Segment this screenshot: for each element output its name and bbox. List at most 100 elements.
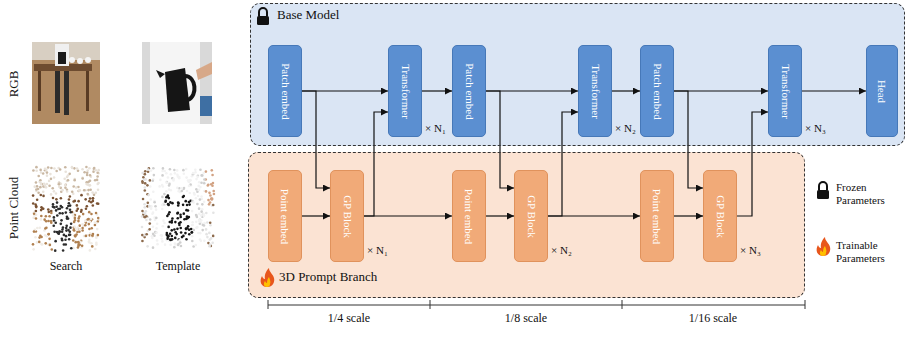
- point-dot: [42, 207, 45, 210]
- point-dot: [84, 220, 87, 223]
- point-dot: [195, 226, 198, 229]
- point-dot: [64, 243, 67, 246]
- point-dot: [207, 199, 210, 202]
- point-dot: [44, 167, 47, 170]
- point-dot: [35, 169, 38, 172]
- point-dot: [188, 201, 191, 204]
- rgb-template-image: [142, 42, 212, 124]
- point-dot: [191, 221, 194, 224]
- point-dot: [70, 247, 73, 250]
- point-dot: [155, 231, 158, 234]
- point-dot: [48, 215, 51, 218]
- connector-arrow: [737, 112, 768, 216]
- point-dot: [89, 174, 92, 177]
- point-dot: [71, 190, 74, 193]
- point-dot: [182, 212, 185, 215]
- point-dot: [180, 190, 183, 193]
- point-dot: [50, 178, 53, 181]
- point-dot: [169, 243, 172, 246]
- point-dot: [143, 203, 146, 206]
- point-dot: [72, 185, 75, 188]
- lock-icon: [259, 8, 267, 16]
- point-dot: [201, 229, 204, 232]
- point-dot: [55, 192, 58, 195]
- point-dot: [95, 212, 98, 215]
- point-dot: [167, 203, 170, 206]
- point-dot: [167, 234, 170, 237]
- process-box: GP Block: [330, 170, 364, 262]
- point-dot: [60, 223, 63, 226]
- point-dot: [188, 192, 191, 195]
- point-dot: [170, 189, 173, 192]
- point-dot: [163, 222, 166, 225]
- point-dot: [141, 234, 144, 237]
- point-dot: [168, 184, 171, 187]
- point-dot: [62, 249, 65, 252]
- scale-bracket: [430, 300, 431, 309]
- fire-icon: [264, 277, 270, 287]
- row-label: RGB: [7, 71, 21, 98]
- point-dot: [191, 235, 194, 238]
- point-dot: [45, 215, 48, 218]
- point-dot: [63, 177, 66, 180]
- point-dot: [53, 190, 56, 193]
- point-dot: [199, 222, 202, 225]
- point-dot: [36, 241, 39, 244]
- point-dot: [64, 186, 67, 189]
- rgb-template-image: [185, 76, 194, 100]
- point-dot: [53, 219, 56, 222]
- point-dot: [186, 204, 189, 207]
- connector-arrow: [302, 91, 330, 188]
- row-label: Point Cloud: [7, 177, 21, 240]
- point-dot: [43, 218, 46, 221]
- lock-icon: [257, 16, 269, 25]
- point-dot: [95, 242, 98, 245]
- point-dot: [171, 235, 174, 238]
- point-dot: [90, 217, 93, 220]
- point-dot: [173, 246, 176, 249]
- point-dot: [53, 230, 56, 233]
- point-dot: [155, 208, 158, 211]
- point-dot: [183, 187, 186, 190]
- rgb-template-image: [142, 42, 212, 124]
- point-dot: [59, 212, 62, 215]
- point-dot: [182, 204, 185, 207]
- point-dot: [144, 173, 147, 176]
- panel-title: 3D Prompt Branch: [279, 270, 377, 284]
- point-dot: [191, 231, 194, 234]
- point-dot: [161, 204, 164, 207]
- point-dot: [77, 220, 80, 223]
- point-dot: [84, 198, 87, 201]
- point-dot: [146, 245, 149, 248]
- point-dot: [78, 243, 81, 246]
- point-dot: [36, 185, 39, 188]
- point-dot: [208, 245, 211, 248]
- point-dot: [151, 179, 154, 182]
- point-dot: [79, 189, 82, 192]
- repeat-count: × N₁: [425, 122, 446, 134]
- point-dot: [188, 233, 191, 236]
- point-dot: [148, 222, 151, 225]
- connector-arrow: [674, 215, 703, 216]
- point-dot: [50, 248, 53, 251]
- point-dot: [190, 228, 193, 231]
- point-dot: [97, 172, 100, 175]
- point-dot: [44, 242, 47, 245]
- point-dot: [161, 240, 164, 243]
- point-dot: [202, 213, 205, 216]
- point-dot: [33, 230, 36, 233]
- point-dot: [93, 167, 96, 170]
- point-dot: [47, 211, 50, 214]
- point-dot: [153, 174, 156, 177]
- rgb-template-image: [150, 42, 200, 124]
- point-dot: [61, 230, 64, 233]
- point-dot: [62, 226, 65, 229]
- connector-arrow: [486, 215, 514, 216]
- point-dot: [32, 217, 35, 220]
- box-label: Point embed: [280, 188, 291, 243]
- point-dot: [212, 211, 215, 214]
- rgb-search-image: [58, 52, 66, 64]
- point-dot: [84, 224, 87, 227]
- point-dot: [176, 212, 179, 215]
